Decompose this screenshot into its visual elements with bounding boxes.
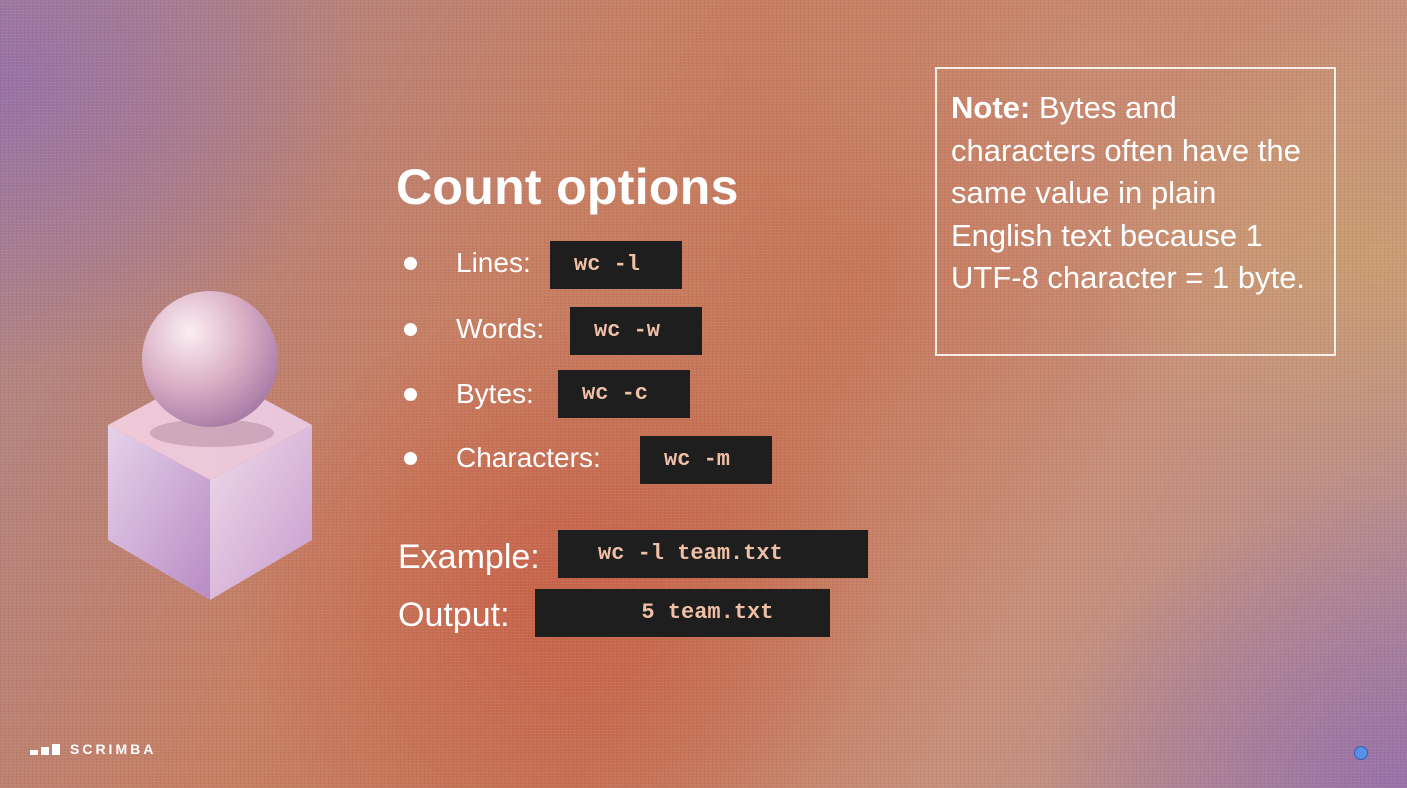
slide-title: Count options <box>396 159 739 215</box>
bullet-icon <box>404 257 417 270</box>
brand-logo: SCRIMBA <box>30 741 156 757</box>
code-snippet: wc -l <box>550 241 682 289</box>
note-text: Bytes and characters often have the same… <box>951 90 1306 295</box>
sphere-on-cube-illustration <box>108 291 312 600</box>
output-code: 5 team.txt <box>535 589 830 637</box>
note-heading: Note: <box>951 90 1031 125</box>
brand-name: SCRIMBA <box>70 741 157 757</box>
bullet-icon <box>404 452 417 465</box>
example-code: wc -l team.txt <box>558 530 868 578</box>
note-box: Note: Bytes and characters often have th… <box>935 67 1336 356</box>
bullet-icon <box>404 323 417 336</box>
option-label: Words: <box>456 313 545 344</box>
option-label: Characters: <box>456 442 601 473</box>
status-indicator-icon[interactable] <box>1354 746 1368 760</box>
scrimba-logo-icon <box>30 743 60 755</box>
bullet-icon <box>404 388 417 401</box>
code-snippet: wc -m <box>640 436 772 484</box>
output-label: Output: <box>398 596 510 634</box>
code-snippet: wc -w <box>570 307 702 355</box>
option-label: Bytes: <box>456 378 534 409</box>
option-label: Lines: <box>456 247 531 278</box>
example-label: Example: <box>398 538 540 576</box>
code-snippet: wc -c <box>558 370 690 418</box>
